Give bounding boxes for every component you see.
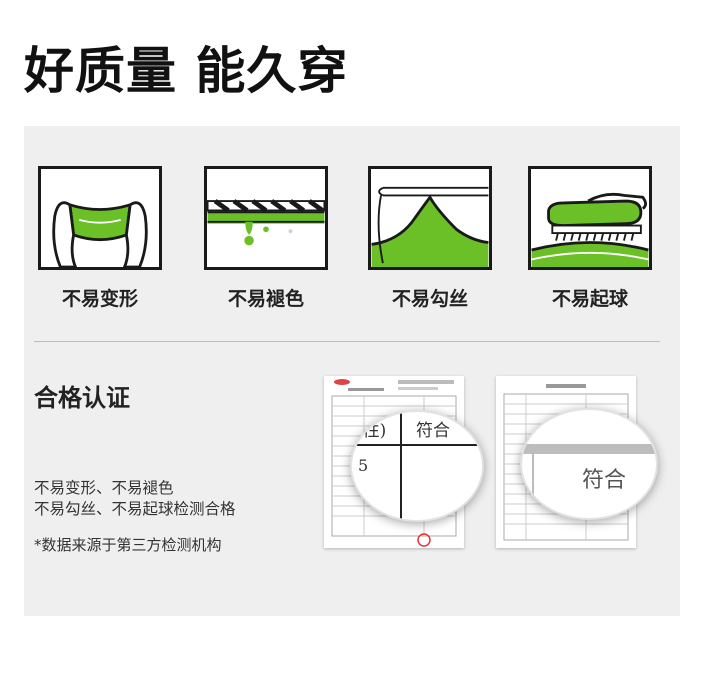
stretch-fabric-icon [38,166,162,270]
feature-label: 不易变形 [61,288,138,310]
zoom-text: 符合 [582,468,627,493]
feature-label: 不易起球 [551,288,628,310]
feature-no-deform: 不易变形 [38,166,162,311]
certification-description: 不易变形、不易褪色 不易勾丝、不易起球检测合格 [34,478,236,520]
zoom-lens: (性) 符合 5 [350,410,484,522]
feature-no-snag: 不易勾丝 [368,166,492,311]
zoom-text: (性) [356,421,387,441]
color-drip-icon [204,166,328,270]
certification-desc-line: 不易变形、不易褪色 [34,479,174,497]
certification-title: 合格认证 [34,384,130,412]
feature-label: 不易勾丝 [391,288,468,310]
feature-label: 不易褪色 [227,288,304,310]
feature-no-pilling: 不易起球 [528,166,652,311]
zoom-lens: 符合 [520,408,658,520]
zoom-text: 5 [358,456,369,475]
certification-desc-line: 不易勾丝、不易起球检测合格 [34,500,236,518]
snag-hook-icon [368,166,492,270]
pilling-brush-icon [528,166,652,270]
quality-panel: 不易变形 不易褪色 [24,126,680,616]
section-divider [34,341,660,342]
headline: 好质量 能久穿 [24,42,349,100]
feature-no-fade: 不易褪色 [204,166,328,311]
certification-note: *数据来源于第三方检测机构 [34,536,222,554]
zoom-text: 符合 [416,421,450,441]
